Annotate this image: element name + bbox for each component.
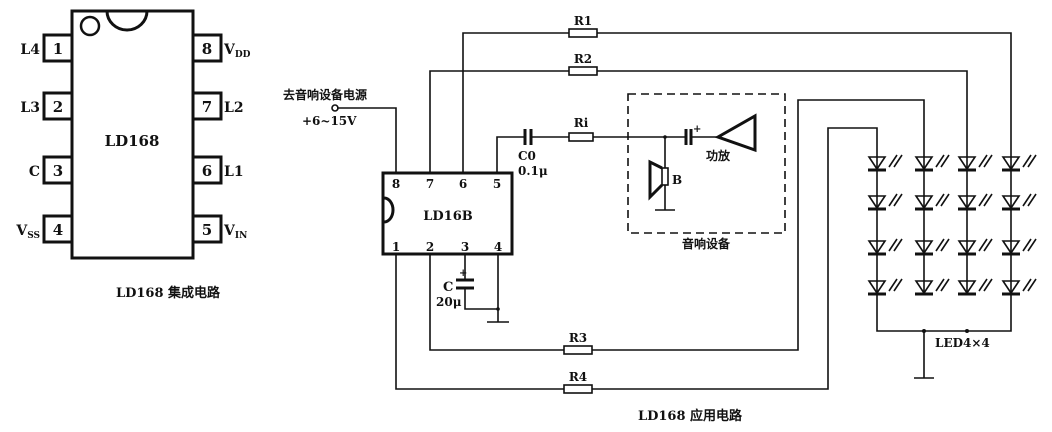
led-icon [1001, 154, 1037, 172]
speaker-label: B [672, 173, 682, 187]
led-icon [867, 238, 903, 256]
speaker-wire [655, 137, 675, 211]
r1-label: R1 [574, 14, 592, 28]
amp-label: 功放 [706, 148, 731, 163]
c-label: C [443, 280, 453, 295]
pin-name: L1 [224, 164, 244, 180]
ld16b-label: LD16B [423, 209, 473, 224]
pin-4: 4 VSS [15, 214, 74, 244]
pin-7: 7 [426, 177, 434, 191]
svg-text:4: 4 [53, 221, 63, 239]
r3-wire [429, 99, 925, 351]
pinout-caption: LD168 集成电路 [116, 285, 221, 301]
pin-name: L4 [20, 42, 40, 58]
svg-text:+: + [693, 124, 701, 135]
led-matrix [867, 154, 1037, 296]
pin-1: 1 [392, 240, 400, 254]
svg-text:8: 8 [202, 40, 212, 58]
svg-text:5: 5 [202, 221, 212, 239]
led-icon [957, 238, 993, 256]
pin-name: C [29, 164, 40, 180]
application-circuit: LD16B 8 7 6 5 1 2 3 4 去音响设备电源 +6~15V R1 … [283, 14, 1037, 424]
led-icon [1001, 238, 1037, 256]
ic-body [70, 9, 195, 260]
c-capacitor [456, 278, 474, 290]
pin-8: 8 VDD [191, 33, 251, 63]
pin-6: 6 L1 [191, 155, 244, 185]
ld16b-notch [383, 196, 395, 224]
pin-4: 4 [494, 240, 502, 254]
led-icon [957, 154, 993, 172]
led-icon [914, 278, 950, 296]
r3-label: R3 [569, 331, 587, 345]
led-icon [867, 193, 903, 211]
r1-wire [462, 32, 1012, 173]
pin-3: 3C [29, 155, 74, 185]
led-icon [914, 193, 950, 211]
led-icon [867, 278, 903, 296]
led-common-bus [876, 295, 1012, 379]
svg-text:2: 2 [53, 98, 63, 116]
c-value: 20μ [436, 295, 462, 309]
ri-resistor [568, 132, 594, 142]
led-icon [867, 154, 903, 172]
power-voltage: +6~15V [302, 114, 357, 128]
power-wire [337, 107, 397, 173]
chip-label: LD168 [105, 132, 160, 150]
r4-wire [395, 127, 878, 390]
r4-label: R4 [569, 370, 587, 384]
r2-label: R2 [574, 52, 592, 66]
pin-8: 8 [392, 177, 400, 191]
r2-wire [429, 70, 968, 173]
application-caption: LD168 应用电路 [638, 408, 743, 424]
c-wire [464, 254, 509, 323]
svg-text:3: 3 [53, 162, 63, 180]
led-label: LED4×4 [935, 336, 990, 350]
c0-label: C0 [518, 149, 536, 163]
ic-pinout: LD168 1 L4 2 L3 3C 4 VSS 8 VDD 7 L2 6 L1 5 VIN LD168 … [15, 9, 251, 301]
pin-3: 3 [461, 240, 469, 254]
pin-2: 2 L3 [20, 91, 74, 121]
pin1-marker [79, 15, 101, 37]
c0-value: 0.1μ [518, 164, 548, 178]
svg-text:6: 6 [202, 162, 212, 180]
pin-7: 7 L2 [191, 91, 244, 121]
ri-label: Ri [574, 116, 589, 130]
pin-name: VIN [223, 223, 247, 241]
r1-resistor [568, 28, 598, 38]
pin-5: 5 VIN [191, 214, 247, 244]
r2-resistor [568, 66, 598, 76]
pin-2: 2 [426, 240, 434, 254]
pin-name: VDD [223, 42, 251, 60]
ld16b-body [381, 171, 514, 256]
c0-capacitor [523, 129, 533, 145]
power-label: 去音响设备电源 [283, 87, 367, 102]
led-icon [914, 238, 950, 256]
led-icon [1001, 193, 1037, 211]
svg-text:+: + [459, 268, 467, 279]
audio-box-label: 音响设备 [682, 236, 731, 251]
r4-resistor [563, 384, 593, 394]
led-icon [957, 278, 993, 296]
pin-name: L3 [20, 100, 40, 116]
led-icon [1001, 278, 1037, 296]
pin-6: 6 [459, 177, 467, 191]
pin-5: 5 [493, 177, 501, 191]
svg-text:7: 7 [202, 98, 212, 116]
pin-name: L2 [224, 100, 244, 116]
led-icon [957, 193, 993, 211]
led-icon [914, 154, 950, 172]
amplifier-icon [714, 113, 757, 153]
power-terminal [331, 104, 339, 112]
r3-resistor [563, 345, 593, 355]
speaker-icon [661, 167, 669, 186]
signal-wire [496, 136, 718, 173]
svg-text:1: 1 [53, 40, 63, 58]
pin-name: VSS [15, 223, 40, 241]
notch [105, 10, 149, 32]
amp-capacitor [684, 129, 693, 145]
audio-device-box [627, 93, 786, 234]
pin-1: 1 L4 [20, 33, 74, 63]
